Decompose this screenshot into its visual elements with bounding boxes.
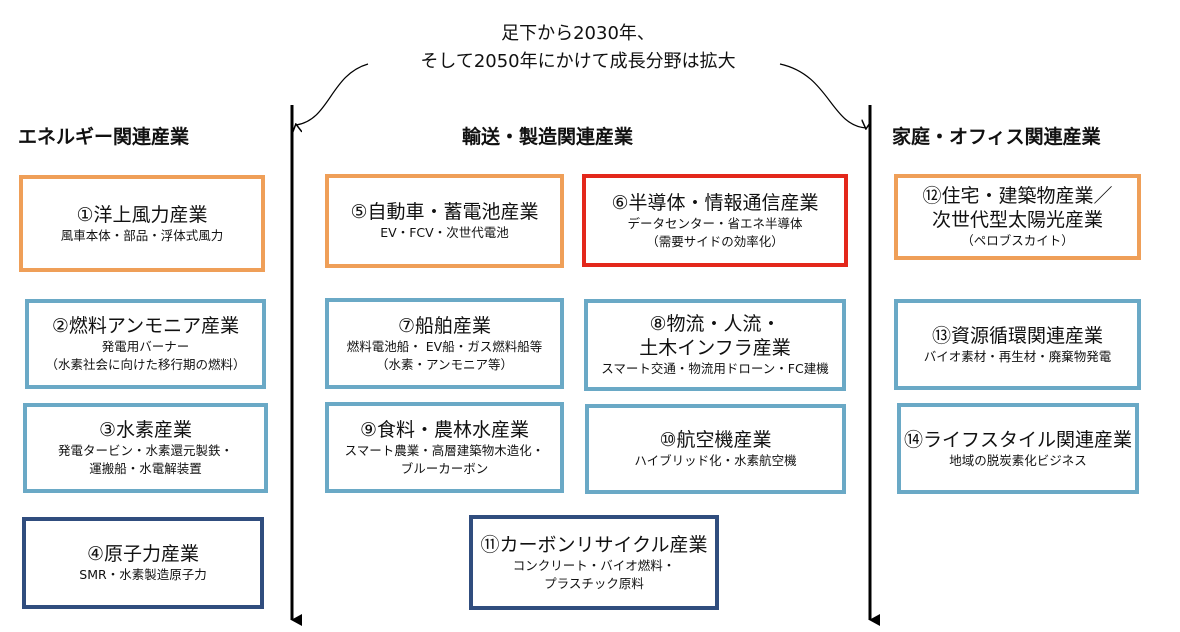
industry-box: ④原子力産業 SMR・水素製造原子力 bbox=[22, 517, 264, 609]
industry-detail: プラスチック原料 bbox=[544, 575, 644, 591]
industry-detail: SMR・水素製造原子力 bbox=[79, 567, 207, 582]
industry-box: ①洋上風力産業風車本体・部品・浮体式風力 bbox=[19, 175, 265, 272]
industry-title: ⑪カーボンリサイクル産業 bbox=[480, 533, 708, 556]
industry-title: ⑦船舶産業 bbox=[397, 314, 492, 337]
industry-detail: （水素・アンモニア等） bbox=[375, 356, 513, 372]
industry-title: ⑤自動車・蓄電池産業 bbox=[350, 201, 539, 223]
industry-title: ①洋上風力産業 bbox=[76, 203, 208, 226]
industry-title: ②燃料アンモニア産業 bbox=[51, 315, 240, 337]
industry-detail: （ペロブスカイト） bbox=[961, 233, 1074, 248]
industry-title: ⑧物流・人流・ bbox=[649, 313, 781, 335]
industry-detail: 運搬船・水電解装置 bbox=[89, 461, 202, 476]
industry-detail: スマート農業・高層建築物木造化・ bbox=[344, 442, 545, 458]
industry-detail: 風車本体・部品・浮体式風力 bbox=[60, 227, 224, 243]
industry-title-line-2: 次世代型太陽光産業 bbox=[931, 209, 1103, 231]
industry-box: ⑩航空機産業ハイブリッド化・水素航空機 bbox=[585, 404, 846, 494]
category-home-office: 家庭・オフィス関連産業 bbox=[892, 126, 1101, 148]
industry-detail: コンクリート・バイオ燃料・ bbox=[512, 557, 676, 573]
curve-arrow-right bbox=[779, 63, 866, 128]
industry-detail: スマート交通・物流用ドローン・FC建機 bbox=[601, 361, 829, 376]
industry-title: ③水素産業 bbox=[98, 419, 193, 441]
industry-box: ⑤自動車・蓄電池産業 EV・FCV・次世代電池 bbox=[325, 174, 564, 268]
industry-box: ⑬資源循環関連産業バイオ素材・再生材・廃棄物発電 bbox=[894, 299, 1141, 390]
industry-box: ⑪カーボンリサイクル産業コンクリート・バイオ燃料・プラスチック原料 bbox=[469, 515, 719, 610]
industry-detail: （需要サイドの効率化） bbox=[646, 233, 784, 249]
industry-box: ⑥半導体・情報通信産業データセンター・省エネ半導体 （需要サイドの効率化） bbox=[582, 174, 848, 267]
industry-box: ⑭ライフスタイル関連産業地域の脱炭素化ビジネス bbox=[897, 403, 1139, 494]
industry-title: ⑩航空機産業 bbox=[659, 429, 772, 451]
industry-detail: EV・FCV・次世代電池 bbox=[380, 225, 509, 240]
industry-title: ⑭ライフスタイル関連産業 bbox=[903, 428, 1132, 451]
industry-title: ⑨食料・農林水産業 bbox=[359, 418, 530, 441]
industry-box: ⑧物流・人流・土木インフラ産業スマート交通・物流用ドローン・FC建機 bbox=[584, 299, 846, 391]
industry-box: ⑨食料・農林水産業スマート農業・高層建築物木造化・ブルーカーボン bbox=[325, 402, 564, 493]
industry-title: ⑥半導体・情報通信産業 bbox=[611, 191, 819, 214]
industry-detail: データセンター・省エネ半導体 bbox=[627, 215, 803, 231]
industry-box: ③水素産業発電タービン・水素還元製鉄・運搬船・水電解装置 bbox=[23, 403, 268, 493]
industry-title: ⑫住宅・建築物産業／ bbox=[922, 185, 1113, 207]
industry-title-line-2: 土木インフラ産業 bbox=[639, 337, 791, 359]
industry-box: ②燃料アンモニア産業発電用バーナー （水素社会に向けた移行期の燃料） bbox=[25, 299, 266, 389]
industry-title: ⑬資源循環関連産業 bbox=[931, 324, 1103, 347]
category-transport-manufacturing: 輸送・製造関連産業 bbox=[462, 126, 634, 148]
industry-detail: バイオ素材・再生材・廃棄物発電 bbox=[923, 348, 1112, 364]
industry-detail: 地域の脱炭素化ビジネス bbox=[949, 452, 1087, 468]
caption-line-2: そして2050年にかけて成長分野は拡大 bbox=[420, 51, 736, 72]
industry-detail: （水素社会に向けた移行期の燃料） bbox=[45, 357, 246, 372]
industry-title: ④原子力産業 bbox=[86, 543, 200, 565]
industry-box: ⑫住宅・建築物産業／次世代型太陽光産業 （ペロブスカイト） bbox=[894, 174, 1141, 260]
industry-detail: 発電用バーナー bbox=[101, 339, 190, 354]
industry-box: ⑦船舶産業燃料電池船・ EV船・ガス燃料船等 （水素・アンモニア等） bbox=[325, 298, 564, 389]
industry-detail: 発電タービン・水素還元製鉄・ bbox=[57, 443, 233, 458]
caption-line-1: 足下から2030年、 bbox=[501, 23, 655, 44]
category-energy: エネルギー関連産業 bbox=[18, 126, 190, 148]
curve-arrow-left bbox=[296, 63, 369, 125]
industry-detail: 燃料電池船・ EV船・ガス燃料船等 bbox=[346, 338, 543, 354]
industry-detail: ハイブリッド化・水素航空機 bbox=[634, 453, 797, 468]
industry-detail: ブルーカーボン bbox=[400, 460, 489, 476]
growth-caption: 足下から2030年、 そして2050年にかけて成長分野は拡大 bbox=[378, 20, 778, 76]
